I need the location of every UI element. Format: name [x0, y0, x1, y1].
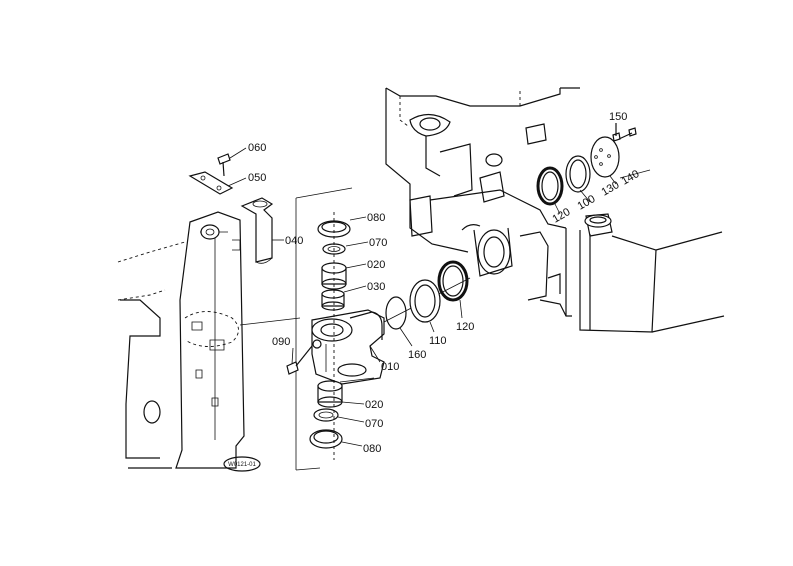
label-070-top: 070 [369, 237, 387, 249]
cover-130 [590, 136, 620, 178]
ring-070-bottom [313, 408, 339, 422]
label-100: 100 [576, 193, 598, 213]
label-050: 050 [248, 172, 266, 184]
pin-040 [240, 197, 274, 264]
bushing-030 [321, 289, 345, 311]
seal-080-top [317, 220, 351, 238]
label-020-bottom: 020 [365, 399, 383, 411]
bushing-020-bottom [317, 380, 343, 408]
seal-120-upper [536, 166, 564, 206]
machine-body-right [385, 87, 725, 333]
bolt-140 [618, 127, 637, 140]
label-080-top: 080 [367, 212, 385, 224]
label-120-upper: 120 [551, 206, 573, 226]
bolt-150 [612, 123, 621, 142]
label-030: 030 [367, 281, 385, 293]
bolt-090 [286, 345, 313, 375]
bolt-060 [217, 153, 231, 177]
ring-110-upper [565, 155, 591, 193]
label-140: 140 [620, 168, 642, 188]
label-150: 150 [609, 111, 627, 123]
label-010: 010 [381, 361, 399, 373]
label-090: 090 [272, 336, 290, 348]
label-120-lower: 120 [456, 321, 474, 333]
seal-120-lower [437, 260, 469, 302]
label-070-bottom: 070 [365, 418, 383, 430]
label-060: 060 [248, 142, 266, 154]
plate-050 [188, 171, 234, 195]
housing-010 [311, 309, 385, 385]
ring-110-lower [409, 279, 441, 323]
part-labels: 060 050 040 080 070 020 030 090 010 160 … [248, 111, 641, 455]
label-130: 130 [600, 179, 622, 199]
oring-160 [385, 296, 407, 330]
drawing-stamp: W0121-01 [223, 456, 261, 472]
seal-080-bottom [309, 429, 343, 449]
label-080-bottom: 080 [363, 443, 381, 455]
label-020-top: 020 [367, 259, 385, 271]
leader-lines [227, 147, 651, 447]
center-dashed-frame [295, 187, 353, 471]
stamp-text: W0121-01 [228, 462, 256, 468]
label-040: 040 [285, 235, 303, 247]
label-160: 160 [408, 349, 426, 361]
label-110-lower: 110 [429, 335, 447, 347]
